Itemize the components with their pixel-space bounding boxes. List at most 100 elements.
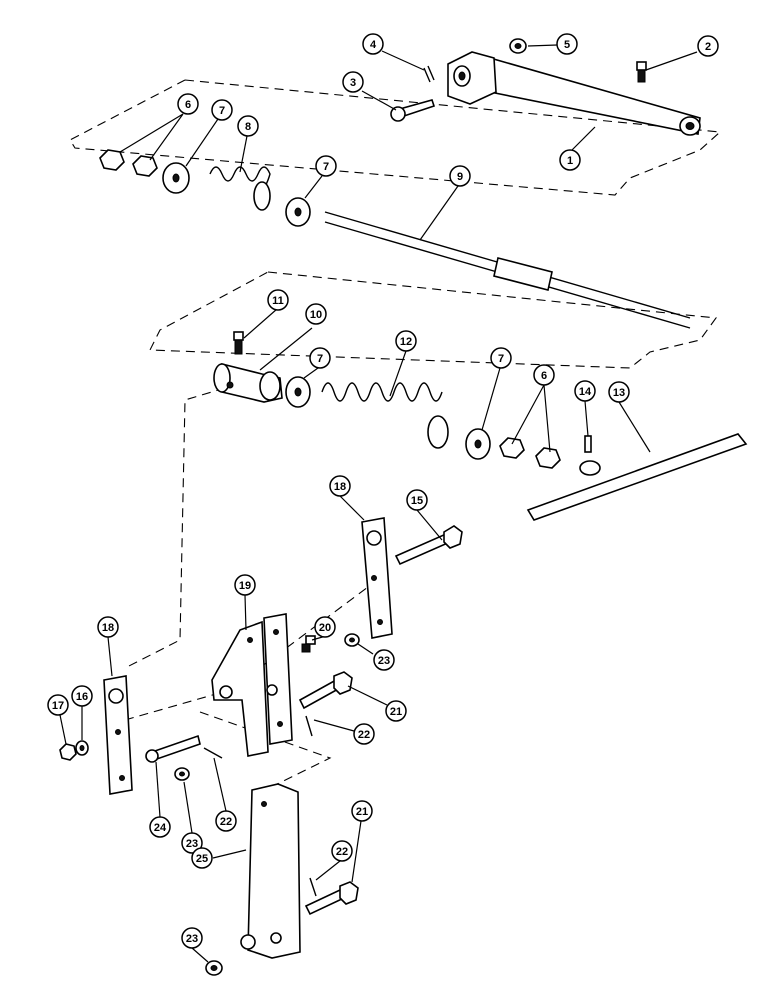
svg-text:6: 6 xyxy=(185,99,191,111)
callout-11: 11 xyxy=(267,289,289,311)
callout-15: 15 xyxy=(406,489,428,511)
part-13-handle-bar xyxy=(526,433,748,521)
part-4-cotter-pin xyxy=(423,65,435,83)
part-18-link-plate-left xyxy=(103,675,133,795)
callout-8: 8 xyxy=(237,115,259,137)
part-22-cotter-pin-1 xyxy=(305,715,313,737)
callout-22-right: 22 xyxy=(353,723,375,745)
svg-text:13: 13 xyxy=(613,387,625,399)
callout-24: 24 xyxy=(149,816,171,838)
part-23-washer-2 xyxy=(174,767,190,781)
part-6-nuts-lower xyxy=(499,437,561,469)
part-22-cotter-pin-2 xyxy=(203,747,223,759)
callout-7-3: 7 xyxy=(309,347,331,369)
svg-text:15: 15 xyxy=(411,495,423,507)
group-boundary-lower xyxy=(149,271,718,369)
callout-6-upper: 6 xyxy=(177,93,199,115)
callout-23-lower: 23 xyxy=(181,927,203,949)
svg-text:7: 7 xyxy=(219,105,225,117)
part-2-grease-fitting xyxy=(636,61,647,83)
part-11-grease-fitting xyxy=(233,331,244,355)
link-dashed-10-to-18 xyxy=(124,387,226,669)
part-7-washer-2 xyxy=(285,197,311,227)
link-dashed-24-to-25 xyxy=(199,711,332,791)
callout-bubbles: 1 2 3 4 5 6 7 8 7 9 11 10 7 12 7 6 14 13… xyxy=(47,33,719,949)
part-22-cotter-pin-3 xyxy=(309,877,317,897)
callout-4: 4 xyxy=(362,33,384,55)
callout-19: 19 xyxy=(234,574,256,596)
callout-21-lower: 21 xyxy=(351,800,373,822)
part-19-bracket xyxy=(211,613,293,757)
svg-text:16: 16 xyxy=(76,691,88,703)
part-16-washer xyxy=(75,740,89,756)
callout-5: 5 xyxy=(556,33,578,55)
callout-18-right: 18 xyxy=(329,475,351,497)
svg-text:9: 9 xyxy=(457,171,463,183)
svg-text:23: 23 xyxy=(186,838,198,850)
callout-20: 20 xyxy=(314,616,336,638)
callout-22-lower: 22 xyxy=(331,840,353,862)
svg-text:7: 7 xyxy=(323,161,329,173)
callout-14: 14 xyxy=(574,380,596,402)
part-20-grease-fitting xyxy=(301,635,316,653)
callout-13: 13 xyxy=(608,381,630,403)
part-6-nuts-upper xyxy=(99,149,158,177)
callout-16: 16 xyxy=(71,685,93,707)
svg-text:10: 10 xyxy=(310,309,322,321)
svg-text:14: 14 xyxy=(579,386,592,398)
callout-2: 2 xyxy=(697,35,719,57)
callout-1: 1 xyxy=(559,149,581,171)
part-12-spring xyxy=(321,382,449,449)
callout-10: 10 xyxy=(305,303,327,325)
callout-17: 17 xyxy=(47,694,69,716)
svg-text:12: 12 xyxy=(400,336,412,348)
svg-text:22: 22 xyxy=(358,729,370,741)
callout-23-upper: 23 xyxy=(373,649,395,671)
part-21-pin-upper xyxy=(298,671,353,710)
part-8-spring xyxy=(209,166,271,211)
svg-text:6: 6 xyxy=(541,370,547,382)
callout-7-2: 7 xyxy=(315,155,337,177)
part-23-washer-1 xyxy=(344,633,360,647)
part-7-washer-1 xyxy=(162,162,190,194)
part-3-clevis-pin xyxy=(390,99,436,122)
callout-23-middle: 23 xyxy=(181,832,203,854)
part-7-washer-4 xyxy=(465,428,491,460)
svg-text:3: 3 xyxy=(350,77,356,89)
svg-text:4: 4 xyxy=(370,39,377,51)
part-5-washer xyxy=(509,38,527,54)
svg-text:8: 8 xyxy=(245,121,251,133)
part-1-yoke-tube xyxy=(447,51,701,136)
svg-text:17: 17 xyxy=(52,700,64,712)
part-10-pivot-block xyxy=(213,362,283,403)
svg-text:21: 21 xyxy=(356,806,368,818)
part-24-pin xyxy=(145,734,201,763)
callout-7-1: 7 xyxy=(211,99,233,121)
svg-text:18: 18 xyxy=(334,481,346,493)
svg-text:7: 7 xyxy=(498,353,504,365)
part-17-nut xyxy=(59,743,77,761)
svg-text:23: 23 xyxy=(378,655,390,667)
part-23-washer-3 xyxy=(205,960,223,976)
part-9-threaded-rod xyxy=(324,211,691,329)
svg-text:19: 19 xyxy=(239,580,251,592)
part-21-pin-lower xyxy=(304,881,359,916)
callout-7-4: 7 xyxy=(490,347,512,369)
svg-text:1: 1 xyxy=(567,155,573,167)
svg-text:23: 23 xyxy=(186,933,198,945)
svg-text:5: 5 xyxy=(564,39,570,51)
svg-text:21: 21 xyxy=(390,706,402,718)
svg-text:18: 18 xyxy=(102,622,114,634)
svg-text:7: 7 xyxy=(317,353,323,365)
leader-lines xyxy=(59,44,698,963)
callout-18-left: 18 xyxy=(97,616,119,638)
part-25-lower-arm xyxy=(240,783,301,959)
svg-text:11: 11 xyxy=(272,295,284,307)
callout-25: 25 xyxy=(191,847,213,869)
callout-6-lower: 6 xyxy=(533,364,555,386)
svg-text:2: 2 xyxy=(705,41,711,53)
part-7-washer-3 xyxy=(285,376,311,408)
svg-text:25: 25 xyxy=(196,853,208,865)
callout-9: 9 xyxy=(449,165,471,187)
